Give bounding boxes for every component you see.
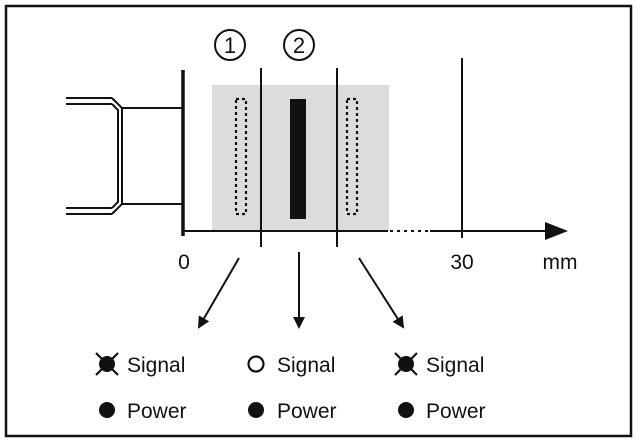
- legend-column-3: Signal Power: [394, 352, 486, 423]
- axis-label-zero: 0: [178, 251, 190, 274]
- marker-label-1: 1: [224, 33, 236, 58]
- target-dotted-right: [345, 97, 359, 216]
- signal-label-3: Signal: [426, 354, 484, 377]
- signal-label-2: Signal: [277, 354, 335, 377]
- flash-rays-icon: [394, 352, 418, 376]
- axis-unit: mm: [543, 251, 578, 274]
- arrow-right: [358, 257, 405, 329]
- legend-column-2: Signal Power: [247, 354, 337, 423]
- sensor-body: [66, 97, 182, 215]
- target-solid: [290, 99, 306, 219]
- power-label-3: Power: [426, 400, 486, 423]
- axis-label-30: 30: [450, 251, 473, 274]
- marker-label-2: 2: [293, 33, 305, 58]
- axis-arrowhead: [545, 222, 568, 240]
- power-label-1: Power: [127, 400, 187, 423]
- power-led-on-icon: [248, 402, 264, 418]
- marker-circle-2: [283, 29, 315, 61]
- signal-label-1: Signal: [127, 354, 185, 377]
- flash-rays-icon: [95, 352, 119, 376]
- power-led-on-icon: [398, 402, 414, 418]
- target-dotted-left: [234, 97, 248, 216]
- legend-column-1: Signal Power: [95, 352, 187, 423]
- power-label-2: Power: [277, 400, 337, 423]
- signal-led-off-icon: [247, 355, 265, 373]
- arrow-left: [197, 257, 240, 329]
- power-led-on-icon: [99, 402, 115, 418]
- marker-circle-1: [214, 29, 246, 61]
